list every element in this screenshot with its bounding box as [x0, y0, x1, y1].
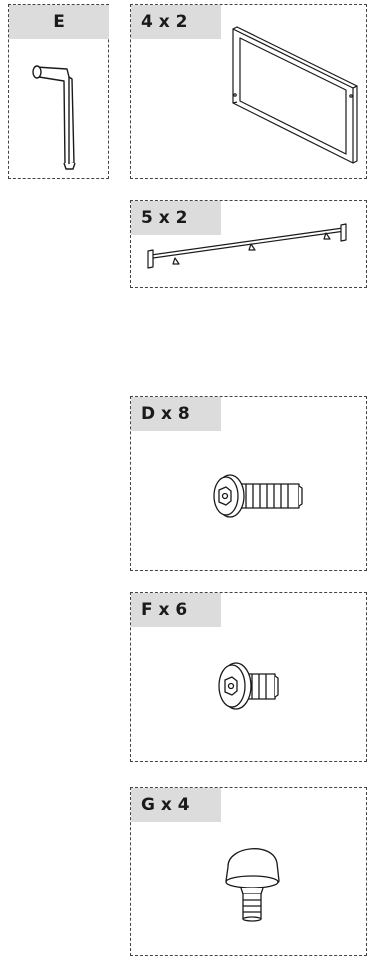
crossbar-rail-icon [147, 223, 347, 269]
part-label-g: G x 4 [131, 788, 221, 822]
part-panel-f: F x 6 [130, 592, 367, 762]
part-panel-g: G x 4 [130, 787, 367, 956]
short-hex-bolt-icon [218, 662, 279, 710]
part-panel-e: E [8, 4, 109, 179]
part-panel-5: 5 x 2 [130, 200, 367, 288]
part-label-d: D x 8 [131, 397, 221, 431]
part-label-5: 5 x 2 [131, 201, 221, 235]
foot-glide-icon [225, 848, 280, 922]
part-label-e: E [9, 5, 109, 39]
rectangular-frame-icon [232, 26, 358, 164]
part-label-4: 4 x 2 [131, 5, 221, 39]
part-panel-d: D x 8 [130, 396, 367, 571]
part-label-f: F x 6 [131, 593, 221, 627]
part-panel-4: 4 x 2 [130, 4, 367, 179]
long-hex-bolt-icon [213, 474, 303, 518]
allen-key-icon [32, 65, 76, 170]
